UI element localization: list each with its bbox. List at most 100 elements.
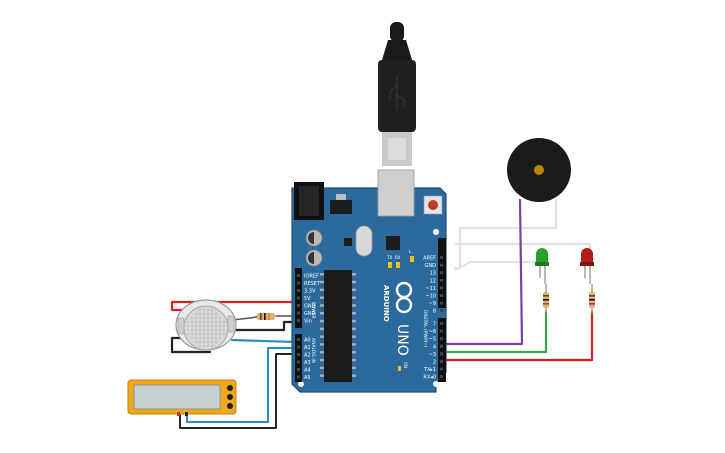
gas-sensor[interactable] [175,299,237,351]
resistor-red-led[interactable] [589,284,595,314]
header-pin[interactable] [297,296,300,300]
mesh-hole [198,336,202,340]
mesh-hole [214,312,218,316]
red-led[interactable] [580,248,594,284]
mesh-hole [206,340,210,344]
pin-label: A0 [304,338,311,344]
atmega-chip [324,270,352,382]
header-pin[interactable] [297,360,300,364]
resistor-gas-sensor[interactable] [257,313,275,320]
pin-label: IOREF [304,274,319,280]
pin-label: RESET [304,281,321,287]
resistor-green-led[interactable] [543,284,549,314]
pin-label: A1 [304,345,311,351]
mesh-hole [210,328,214,332]
chip-leg [352,343,356,346]
mesh-hole [190,316,194,320]
chip-leg [352,304,356,307]
header-pin[interactable] [297,289,300,292]
mesh-hole [202,320,206,324]
header-pin[interactable] [297,304,300,307]
mesh-hole [210,324,214,328]
header-pin[interactable] [440,309,443,313]
mesh-hole [194,320,198,324]
digital-header-label: DIGITAL (PWM~) [422,310,428,348]
header-pin[interactable] [440,344,443,348]
chip-leg [352,335,356,338]
analog-header[interactable] [295,334,302,382]
header-pin[interactable] [297,353,300,356]
mesh-hole [198,324,202,328]
header-pin[interactable] [440,294,443,297]
tx-label: TX [386,255,392,260]
mesh-hole [214,336,218,340]
mesh-hole [206,320,210,324]
mesh-hole [186,332,190,336]
pin-label: ~6 [429,329,436,335]
multimeter-display [133,384,221,410]
header-pin[interactable] [440,375,443,379]
header-pin[interactable] [297,375,300,379]
gas-sensor-icon [183,305,229,351]
pin-label: ~3 [429,352,436,358]
pin-label: Vin [304,319,312,325]
mesh-hole [206,344,210,348]
analog-header-label: ANALOG IN [310,338,316,363]
pin-label: GND [304,304,316,310]
mesh-hole [202,340,206,344]
mesh-hole [210,316,214,320]
arduino-uno-board[interactable]: TX RX L ARDUINO UNO POWER ANALOG IN DIGI… [291,169,447,393]
header-pin[interactable] [440,301,443,305]
meter-terminal-3[interactable] [227,403,233,409]
mesh-hole [194,332,198,336]
pin-label: A5 [304,375,311,381]
header-pin[interactable] [440,367,443,371]
header-pin[interactable] [440,352,443,356]
mesh-hole [198,308,202,312]
header-pin[interactable] [440,256,443,259]
header-pin[interactable] [440,278,443,282]
header-pin[interactable] [440,337,443,341]
header-pin[interactable] [297,338,300,341]
mesh-hole [194,336,198,340]
header-pin[interactable] [297,274,300,277]
header-pin[interactable] [297,345,300,349]
mesh-hole [210,312,214,316]
piezo-buzzer[interactable] [507,138,571,202]
mesh-hole [214,324,218,328]
mesh-hole [202,312,206,316]
meter-terminal-2[interactable] [227,394,233,400]
model-label: UNO [394,324,410,356]
header-pin[interactable] [440,322,443,325]
voltage-regulator [330,200,352,214]
mesh-hole [202,308,206,312]
header-pin[interactable] [440,286,443,290]
mesh-hole [210,340,214,344]
chip-leg [320,351,324,354]
usb-cable[interactable] [378,22,416,166]
green-led[interactable] [535,248,549,284]
mesh-hole [222,328,226,332]
multimeter[interactable] [127,379,237,416]
meter-terminal-1[interactable] [227,385,233,391]
pin-label: GND [425,263,437,269]
header-pin[interactable] [440,263,443,267]
chip-leg [320,327,324,331]
mesh-hole [210,308,214,312]
chip-leg [320,296,324,299]
header-pin[interactable] [440,329,443,333]
power-header-label: POWER [310,302,316,319]
header-pin[interactable] [440,271,443,275]
mesh-hole [198,344,202,348]
crystal [355,225,373,257]
digital-header-bottom[interactable] [438,318,446,382]
header-pin[interactable] [297,281,300,285]
header-pin[interactable] [297,311,300,315]
header-pin[interactable] [297,319,300,322]
rx-label: RX [395,255,401,260]
header-pin[interactable] [440,360,443,363]
chip-leg [320,335,324,338]
header-pin[interactable] [297,368,300,371]
